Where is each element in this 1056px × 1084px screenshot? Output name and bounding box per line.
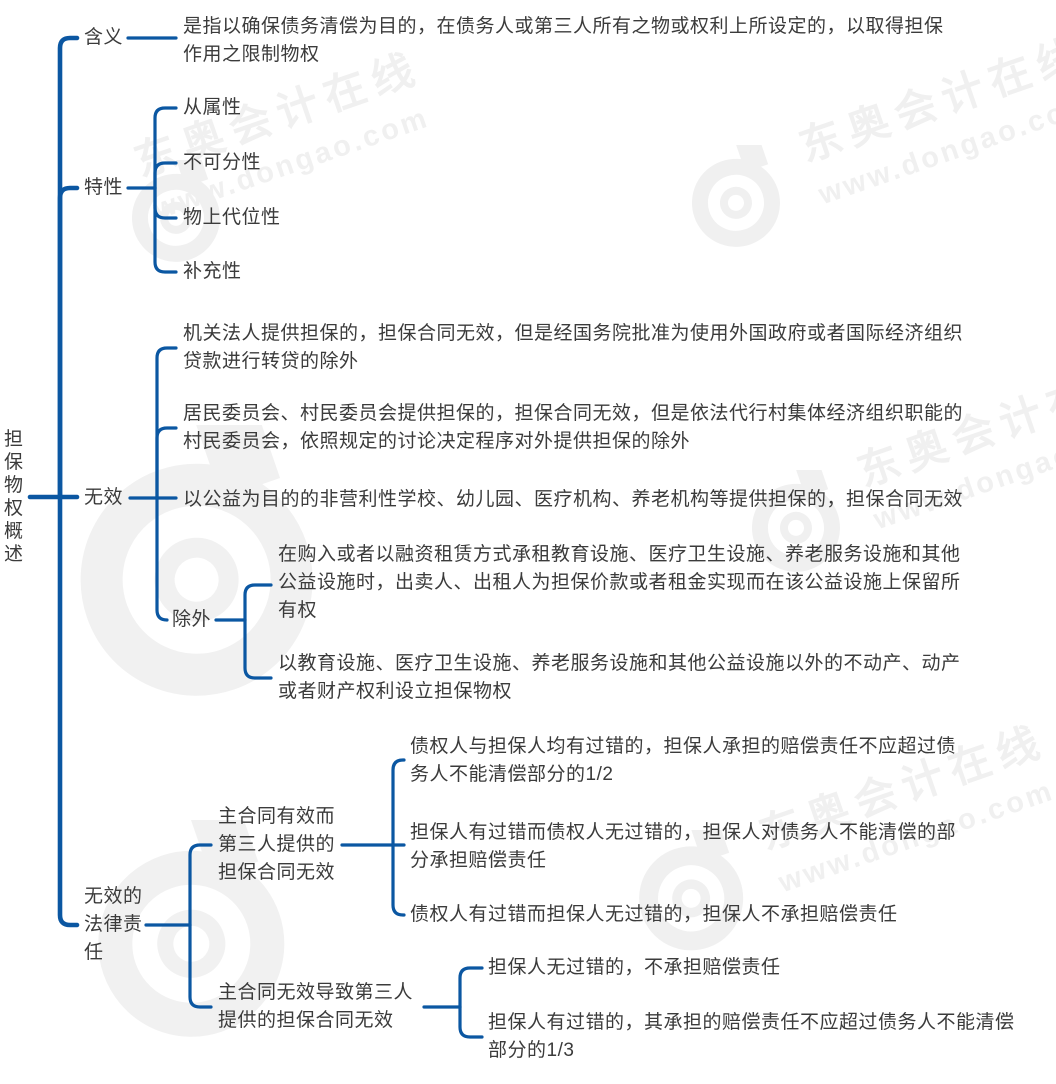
root-topic: 担保物权概述 [4,429,24,565]
meaning-text: 是指以确保债务清偿为目的，在债务人或第三人所有之物或权利上所设定的，以取得担保 … [183,16,944,65]
liability-rule: 担保人有过错而债权人无过错的，担保人对债务人不能清偿的部 分承担赔偿责任 [410,822,957,871]
dongao-logo-icon [98,820,285,1037]
liability-rule: 债权人与担保人均有过错的，担保人承担的赔偿责任不应超过债 务人不能清偿部分的1/… [410,736,957,785]
dongao-logo-icon [639,830,744,951]
topic-invalid: 无效 [84,487,124,508]
watermark-group: 东奥会计在线 www.dongao.com [615,716,1056,965]
topic-legal-liability: 无效的 法律责 任 [84,886,143,963]
watermark-group: 东奥会计在线 www.dongao.com [740,353,1056,605]
liability-rule: 担保人有过错的，其承担的赔偿责任不应超过债务人不能清偿 部分的1/3 [488,1012,1015,1061]
subtopic-main-contract-valid: 主合同有效而 第三人提供的 担保合同无效 [218,806,336,883]
dongao-logo-icon [751,470,840,572]
liability-rule: 担保人无过错的，不承担赔偿责任 [488,957,781,978]
topic-exceptions: 除外 [172,609,212,630]
dongao-logo-icon [691,145,780,247]
liability-rule: 债权人有过错而担保人无过错的，担保人不承担赔偿责任 [410,904,898,925]
subtopic-main-contract-invalid: 主合同无效导致第三人 提供的担保合同无效 [218,982,414,1031]
exception-item: 在购入或者以融资租赁方式承租教育设施、医疗卫生设施、养老服务设施和其他 公益设施… [278,544,961,621]
invalid-case: 居民委员会、村民委员会提供担保的，担保合同无效，但是依法代行村集体经济组织职能的… [183,403,964,452]
characteristic-item: 不可分性 [183,152,262,173]
characteristic-item: 从属性 [183,97,242,118]
topic-characteristics: 特性 [84,177,124,198]
characteristic-item: 补充性 [183,261,242,282]
topic-meaning: 含义 [84,27,124,48]
invalid-case: 机关法人提供担保的，担保合同无效，但是经国务院批准为使用外国政府或者国际经济组织… [183,323,964,372]
exception-item: 以教育设施、医疗卫生设施、养老服务设施和其他公益设施以外的不动产、动产 或者财产… [278,653,961,702]
characteristic-item: 物上代位性 [183,207,281,228]
watermark-group: 东奥会计在线 www.dongao.com [620,28,1056,270]
invalid-case: 以公益为目的的非营利性学校、幼儿园、医疗机构、养老机构等提供担保的，担保合同无效 [183,489,964,510]
